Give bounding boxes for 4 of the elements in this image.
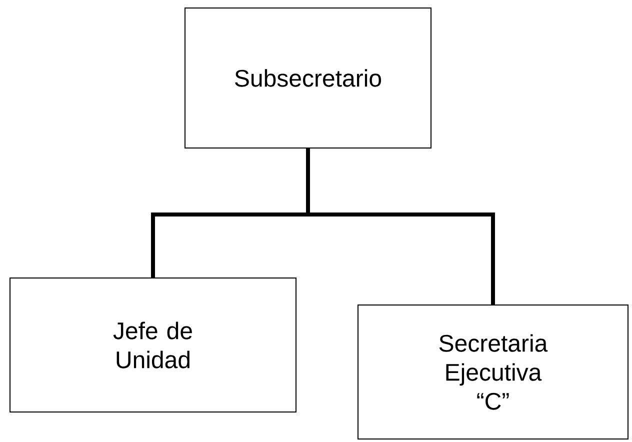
org-box: Subsecretario — [184, 8, 432, 148]
org-box: Jefe de Unidad — [10, 278, 296, 412]
connector-line — [306, 148, 495, 304]
org-box: Secretaria Ejecutiva “C” — [358, 304, 628, 440]
